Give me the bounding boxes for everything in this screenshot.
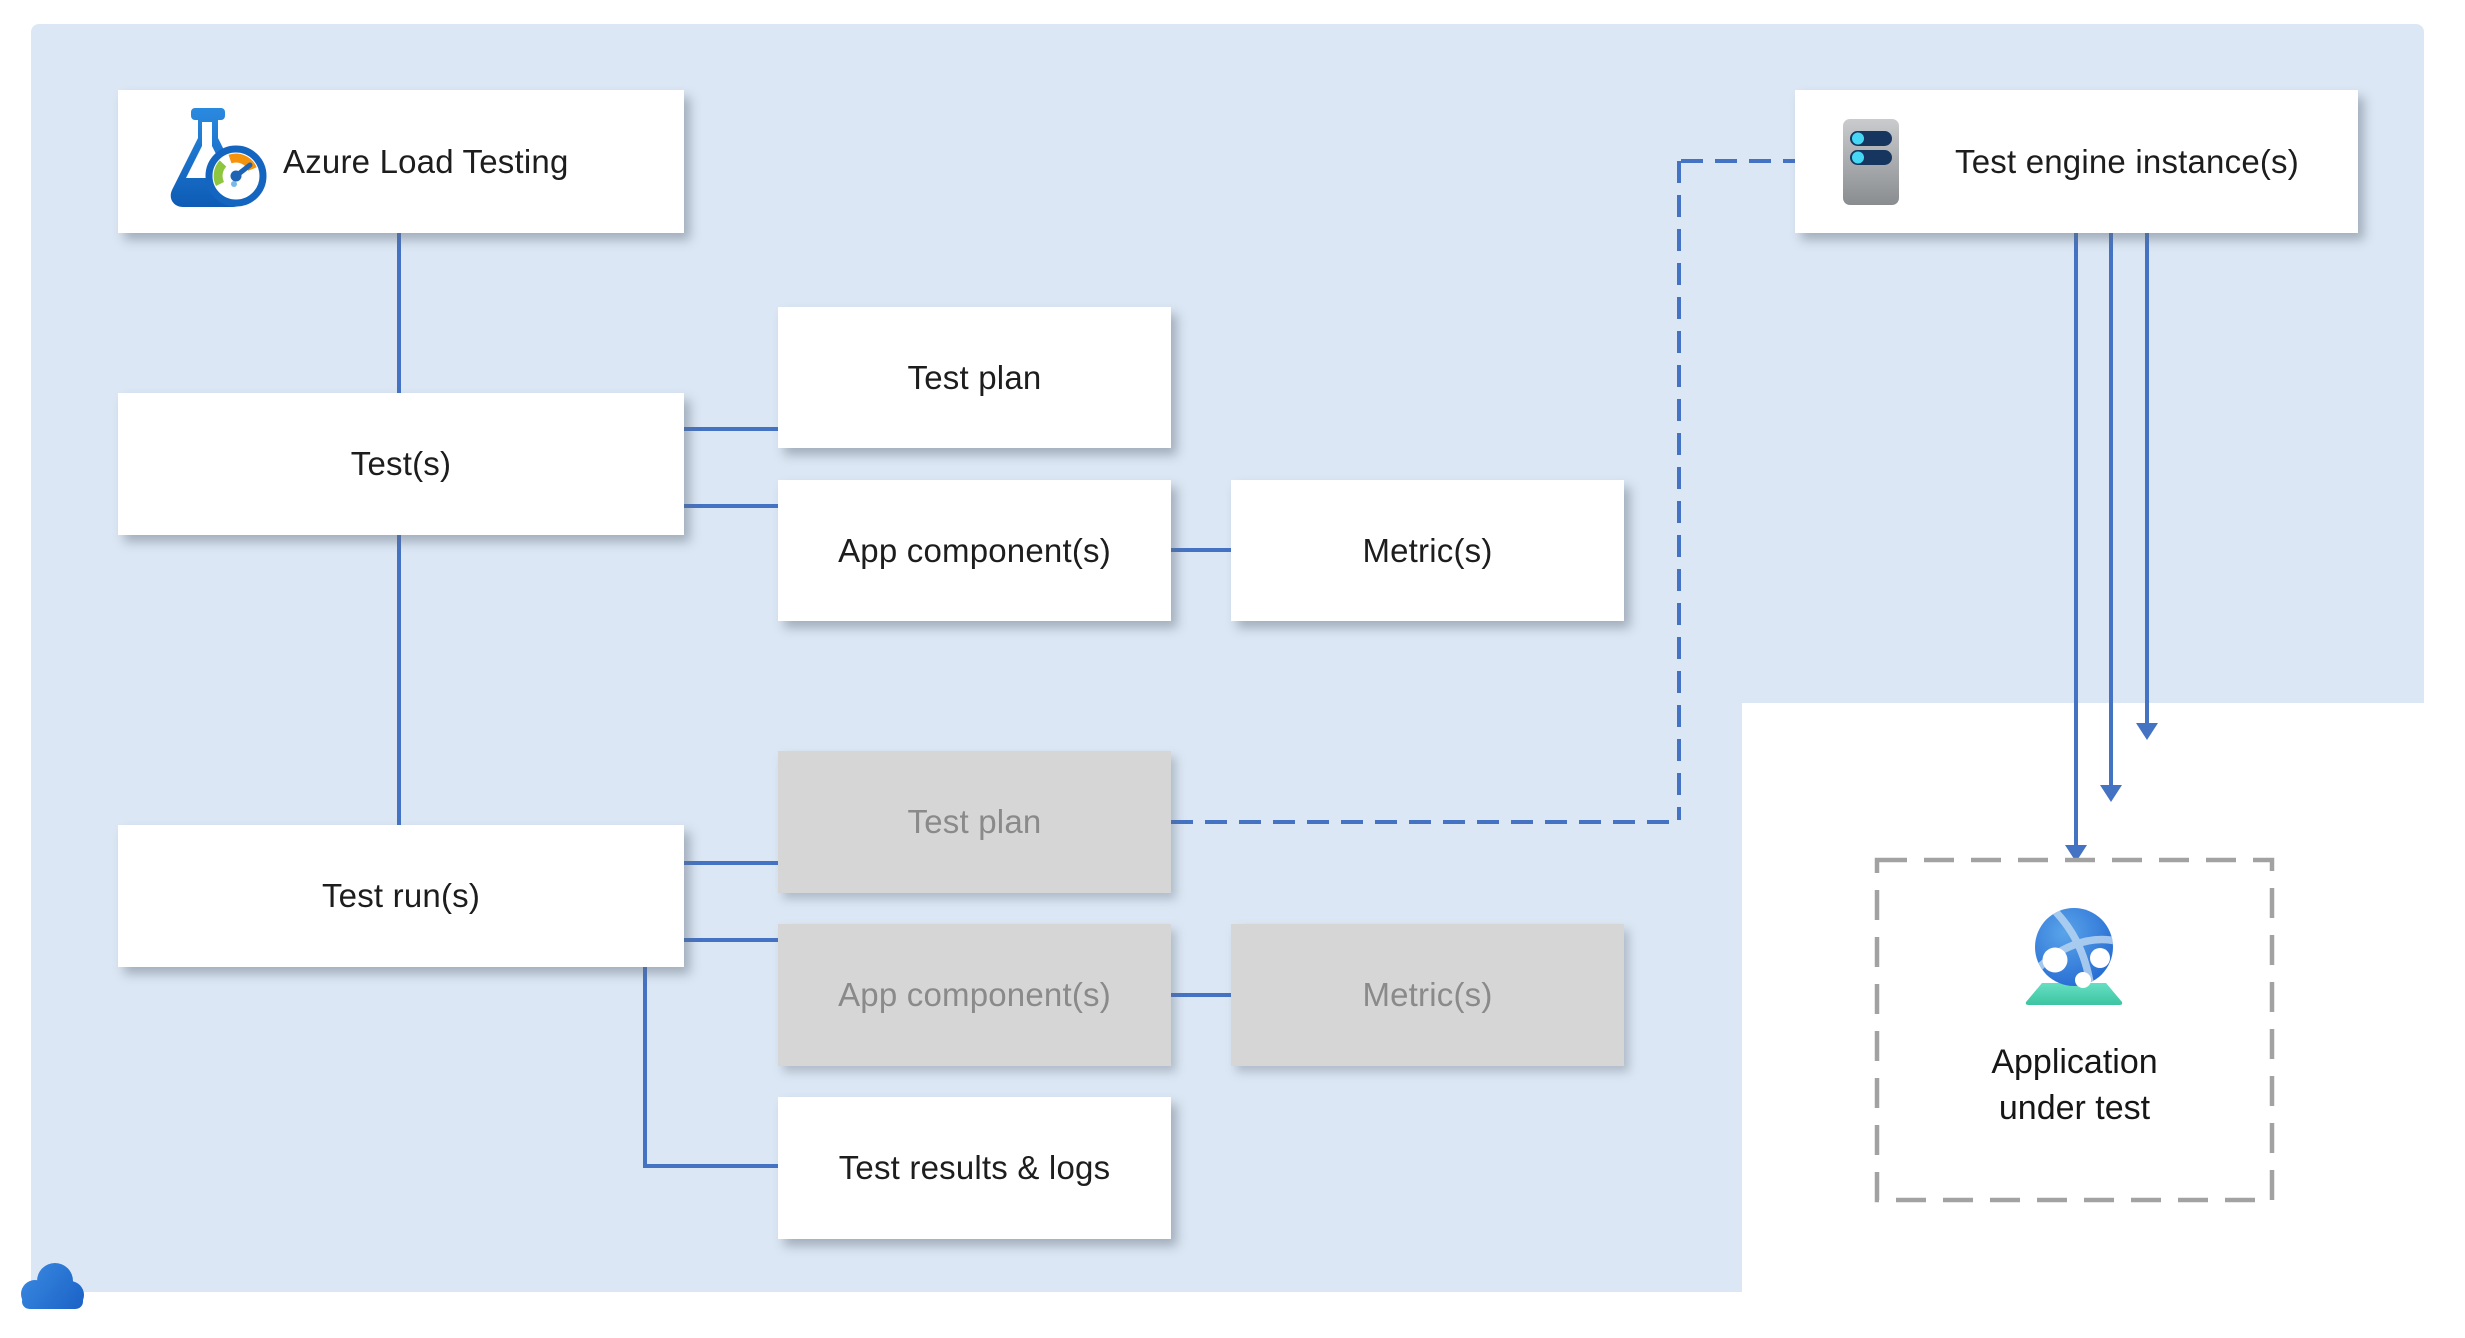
node-test-runs: Test run(s) [118,825,684,967]
node-metrics-definition: Metric(s) [1231,480,1624,621]
node-label: Metric(s) [1362,976,1493,1013]
connector-alt-to-tests [397,233,401,393]
connector-appcomponents-to-metrics [1171,548,1231,552]
connector-tests-to-testplan [684,427,778,431]
connector-testruns-to-results [643,1164,778,1168]
dashed-frame [1874,857,2275,1203]
dashed-connector-testplan-horizontal [1171,820,1681,824]
node-test-plan-run: Test plan [778,751,1171,893]
node-label: Test plan [907,803,1042,840]
node-label-line1: Application [1991,1043,2158,1081]
dashed-connector-into-engine [1681,159,1795,163]
connector-testruns-down-segment [643,967,647,1168]
load-testing-flask-icon [170,108,267,207]
connector-tests-to-appcomponents [684,504,778,508]
node-label: Test results & logs [838,1149,1111,1186]
node-app-components-run: App component(s) [778,924,1171,1066]
connector-appcomponents-run-to-metrics-run [1171,993,1231,997]
node-app-components-definition: App component(s) [778,480,1171,621]
cloud-icon [21,1263,84,1309]
node-application-under-test: Application under test [1874,857,2275,1203]
node-label-line2: under test [1998,1089,2151,1127]
node-label: Test run(s) [321,877,481,914]
node-metrics-run: Metric(s) [1231,924,1624,1066]
arrow-engine-to-app-2-head [2100,785,2122,802]
connector-tests-to-testruns [397,535,401,825]
arrow-engine-to-app-3-head [2136,723,2158,740]
node-test-plan-definition: Test plan [778,307,1171,448]
node-label: Test plan [907,358,1042,396]
node-tests: Test(s) [118,393,684,535]
node-label: Azure Load Testing [283,142,569,180]
node-label: App component(s) [838,976,1111,1013]
node-label: App component(s) [838,531,1111,569]
node-test-results-logs: Test results & logs [778,1097,1171,1239]
arrow-engine-to-app-1-line [2074,233,2078,846]
node-label: Test(s) [350,445,452,482]
node-azure-load-testing: Azure Load Testing [118,90,684,233]
node-test-engine-instances: Test engine instance(s) [1795,90,2358,233]
external-area [1742,703,2465,1338]
arrow-engine-to-app-2-line [2109,233,2113,786]
connector-testruns-to-appcomponents-run [684,938,778,942]
arrow-engine-to-app-3-line [2145,233,2149,724]
node-label: Test engine instance(s) [1955,142,2299,180]
node-label: Metric(s) [1362,531,1493,569]
server-icon [1843,119,1899,205]
globe-icon [2025,908,2123,1005]
connector-testruns-to-testplan-run [684,861,778,865]
node-label: Application under test [1874,1039,2275,1131]
dashed-connector-vertical [1677,161,1681,820]
